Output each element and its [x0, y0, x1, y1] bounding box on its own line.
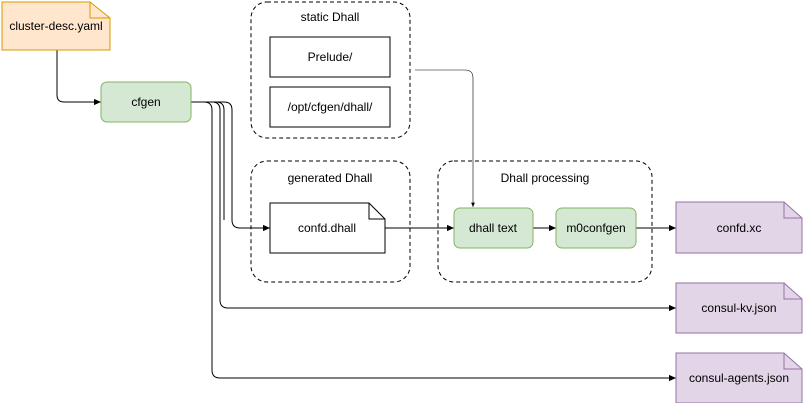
- node-confd-dhall-label: confd.dhall: [298, 221, 356, 235]
- group-dhall-processing-label: Dhall processing: [501, 171, 590, 185]
- node-cluster-desc-yaml-label: cluster-desc.yaml: [9, 19, 102, 33]
- edges: [56, 50, 676, 382]
- edge-cfgen-to-consul-kv: [191, 101, 676, 312]
- node-prelude: Prelude/: [269, 36, 391, 78]
- group-static-dhall: static Dhall: [250, 1, 411, 139]
- group-static-dhall-label: static Dhall: [301, 10, 360, 24]
- node-consul-agents-json-label: consul-agents.json: [689, 371, 789, 385]
- edge-yaml-to-cfgen: [56, 50, 101, 106]
- edge-cfgen-to-consul-agents: [191, 101, 676, 382]
- edge-cfgen-to-confd-dhall: [191, 101, 270, 232]
- group-dhall-processing: Dhall processing: [437, 160, 653, 283]
- node-consul-agents-json: consul-agents.json: [675, 352, 803, 403]
- node-prelude-label: Prelude/: [308, 50, 353, 64]
- node-opt-cfgen-dhall: /opt/cfgen/dhall/: [269, 86, 391, 128]
- edge-static-to-dhall-text: [415, 69, 475, 207]
- group-generated-dhall-label: generated Dhall: [288, 171, 373, 185]
- node-confd-dhall: confd.dhall: [269, 202, 386, 254]
- node-consul-kv-json-label: consul-kv.json: [701, 301, 776, 315]
- node-cfgen-label: cfgen: [131, 95, 160, 109]
- node-confd-xc-label: confd.xc: [717, 221, 762, 235]
- node-opt-cfgen-dhall-label: /opt/cfgen/dhall/: [288, 100, 373, 114]
- node-consul-kv-json: consul-kv.json: [675, 282, 803, 334]
- node-dhall-text-label: dhall text: [469, 221, 518, 235]
- node-dhall-text: dhall text: [453, 207, 534, 249]
- group-generated-dhall: generated Dhall: [250, 160, 411, 283]
- node-cfgen: cfgen: [100, 81, 192, 123]
- edge-cfgen-trunk-extra: [191, 101, 225, 220]
- node-m0confgen-label: m0confgen: [566, 221, 625, 235]
- node-cluster-desc-yaml: cluster-desc.yaml: [1, 1, 111, 51]
- node-m0confgen: m0confgen: [555, 207, 637, 249]
- node-confd-xc: confd.xc: [675, 201, 803, 254]
